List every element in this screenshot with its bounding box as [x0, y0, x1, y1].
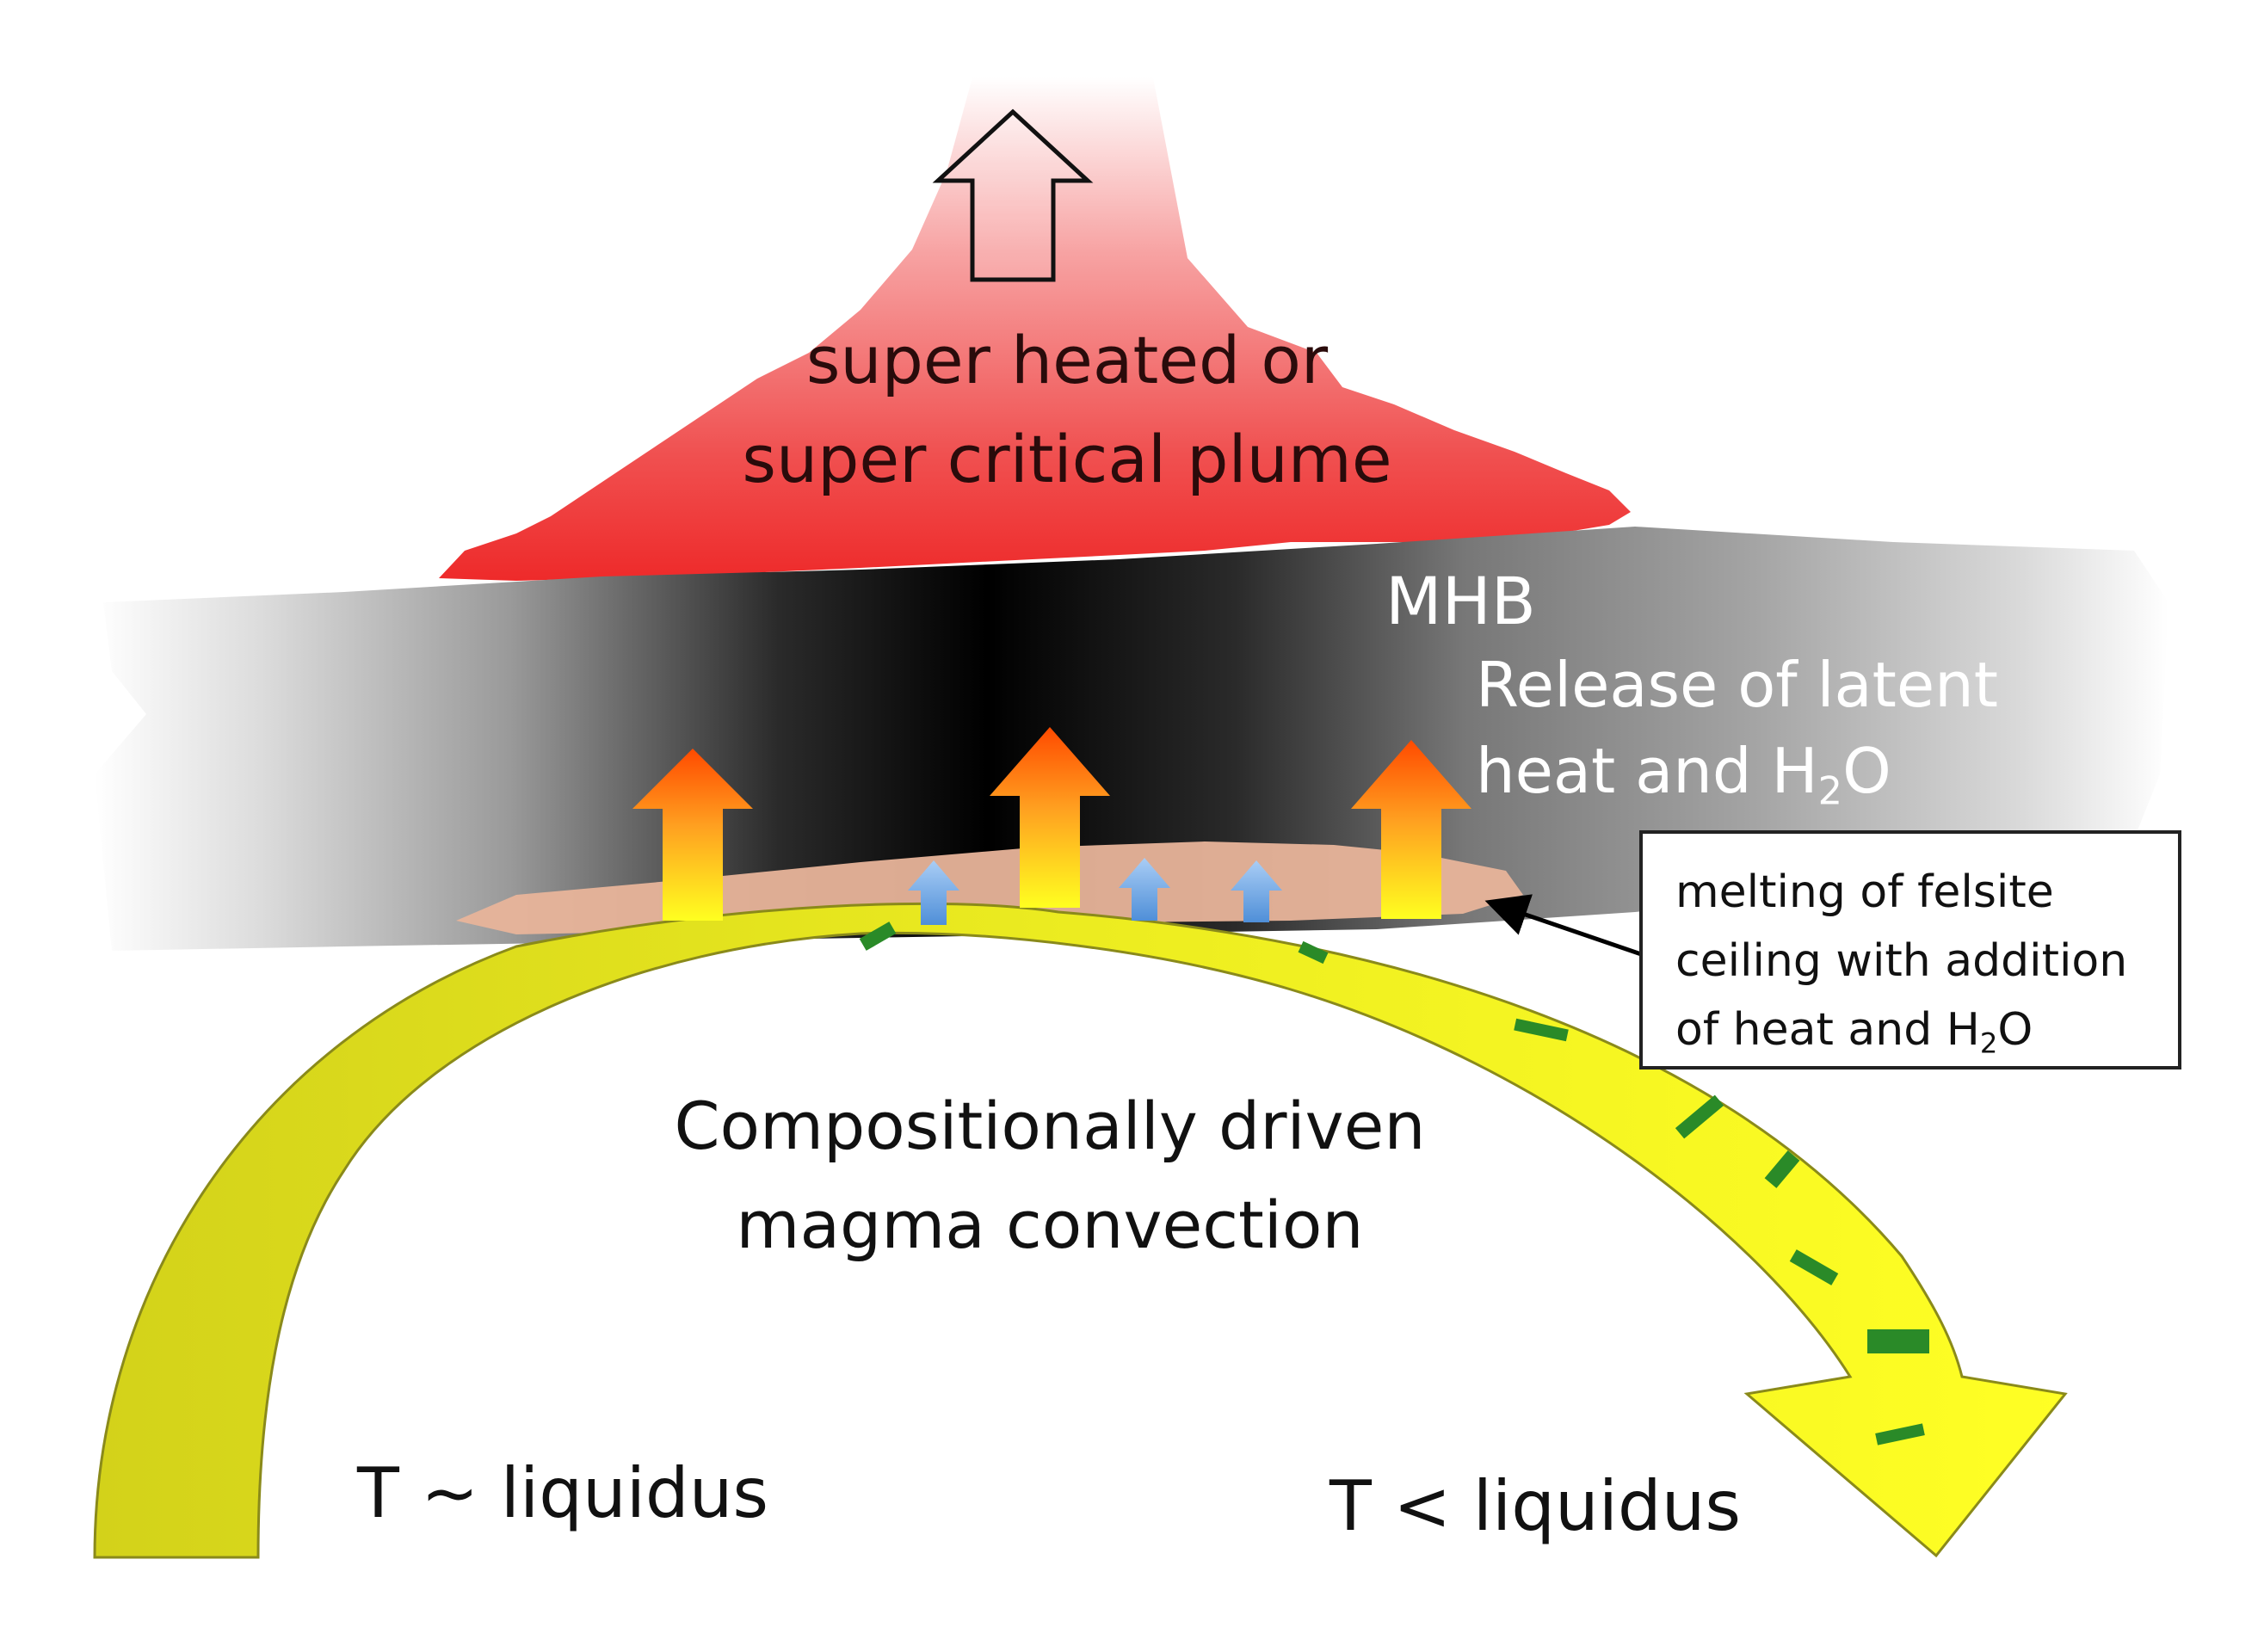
plume-label-line1: super heated or — [805, 322, 1329, 398]
crystal — [1514, 1018, 1569, 1042]
release-label-line1: Release of latent — [1476, 649, 1999, 721]
callout-line2: ceiling with addition — [1675, 935, 2128, 987]
heat-arrow-center — [990, 727, 1110, 908]
heat-arrow-left — [632, 749, 753, 921]
temp-right-label: T < liquidus — [1330, 1466, 1742, 1546]
mhb-label: MHB — [1385, 563, 1536, 639]
crystal — [1298, 940, 1329, 965]
crystal — [1789, 1249, 1839, 1285]
callout-line3-prefix: of heat and H — [1675, 1004, 1980, 1056]
plume-shape — [439, 77, 1631, 581]
water-arrows — [908, 858, 1282, 925]
water-arrow — [908, 860, 959, 925]
crystal — [1764, 1150, 1800, 1188]
crystal — [1675, 1094, 1724, 1139]
convection-label-line2: magma convection — [736, 1187, 1364, 1263]
crystal — [1875, 1423, 1925, 1446]
water-arrow — [1231, 860, 1282, 922]
crystal — [859, 922, 897, 951]
release-line2-prefix: heat and H — [1476, 735, 1818, 807]
callout-line3-sub: 2 — [1979, 1026, 1998, 1060]
callout-box: melting of felsite ceiling with addition… — [1639, 830, 2181, 1069]
callout-line3-suffix: O — [1997, 1004, 2033, 1056]
heat-arrow-right — [1351, 740, 1471, 919]
crystals — [859, 922, 1929, 1446]
temp-left-label: T ~ liquidus — [357, 1453, 769, 1533]
convection-arrow — [93, 902, 2068, 1559]
heat-arrows — [632, 727, 1471, 921]
convection-label-line1: Compositionally driven — [674, 1088, 1426, 1164]
callout-line1: melting of felsite — [1675, 866, 2054, 918]
callout-line3: of heat and H2O — [1675, 996, 2159, 1078]
release-line2-sub: 2 — [1817, 768, 1843, 814]
plume-up-arrow — [932, 108, 1094, 282]
release-label-line2: heat and H2O — [1476, 736, 1891, 814]
callout-pointer — [1484, 894, 1644, 958]
water-arrow — [1119, 858, 1170, 921]
crystal — [1867, 1329, 1929, 1353]
plume-label-line2: super critical plume — [742, 421, 1392, 497]
release-line2-suffix: O — [1842, 735, 1891, 807]
